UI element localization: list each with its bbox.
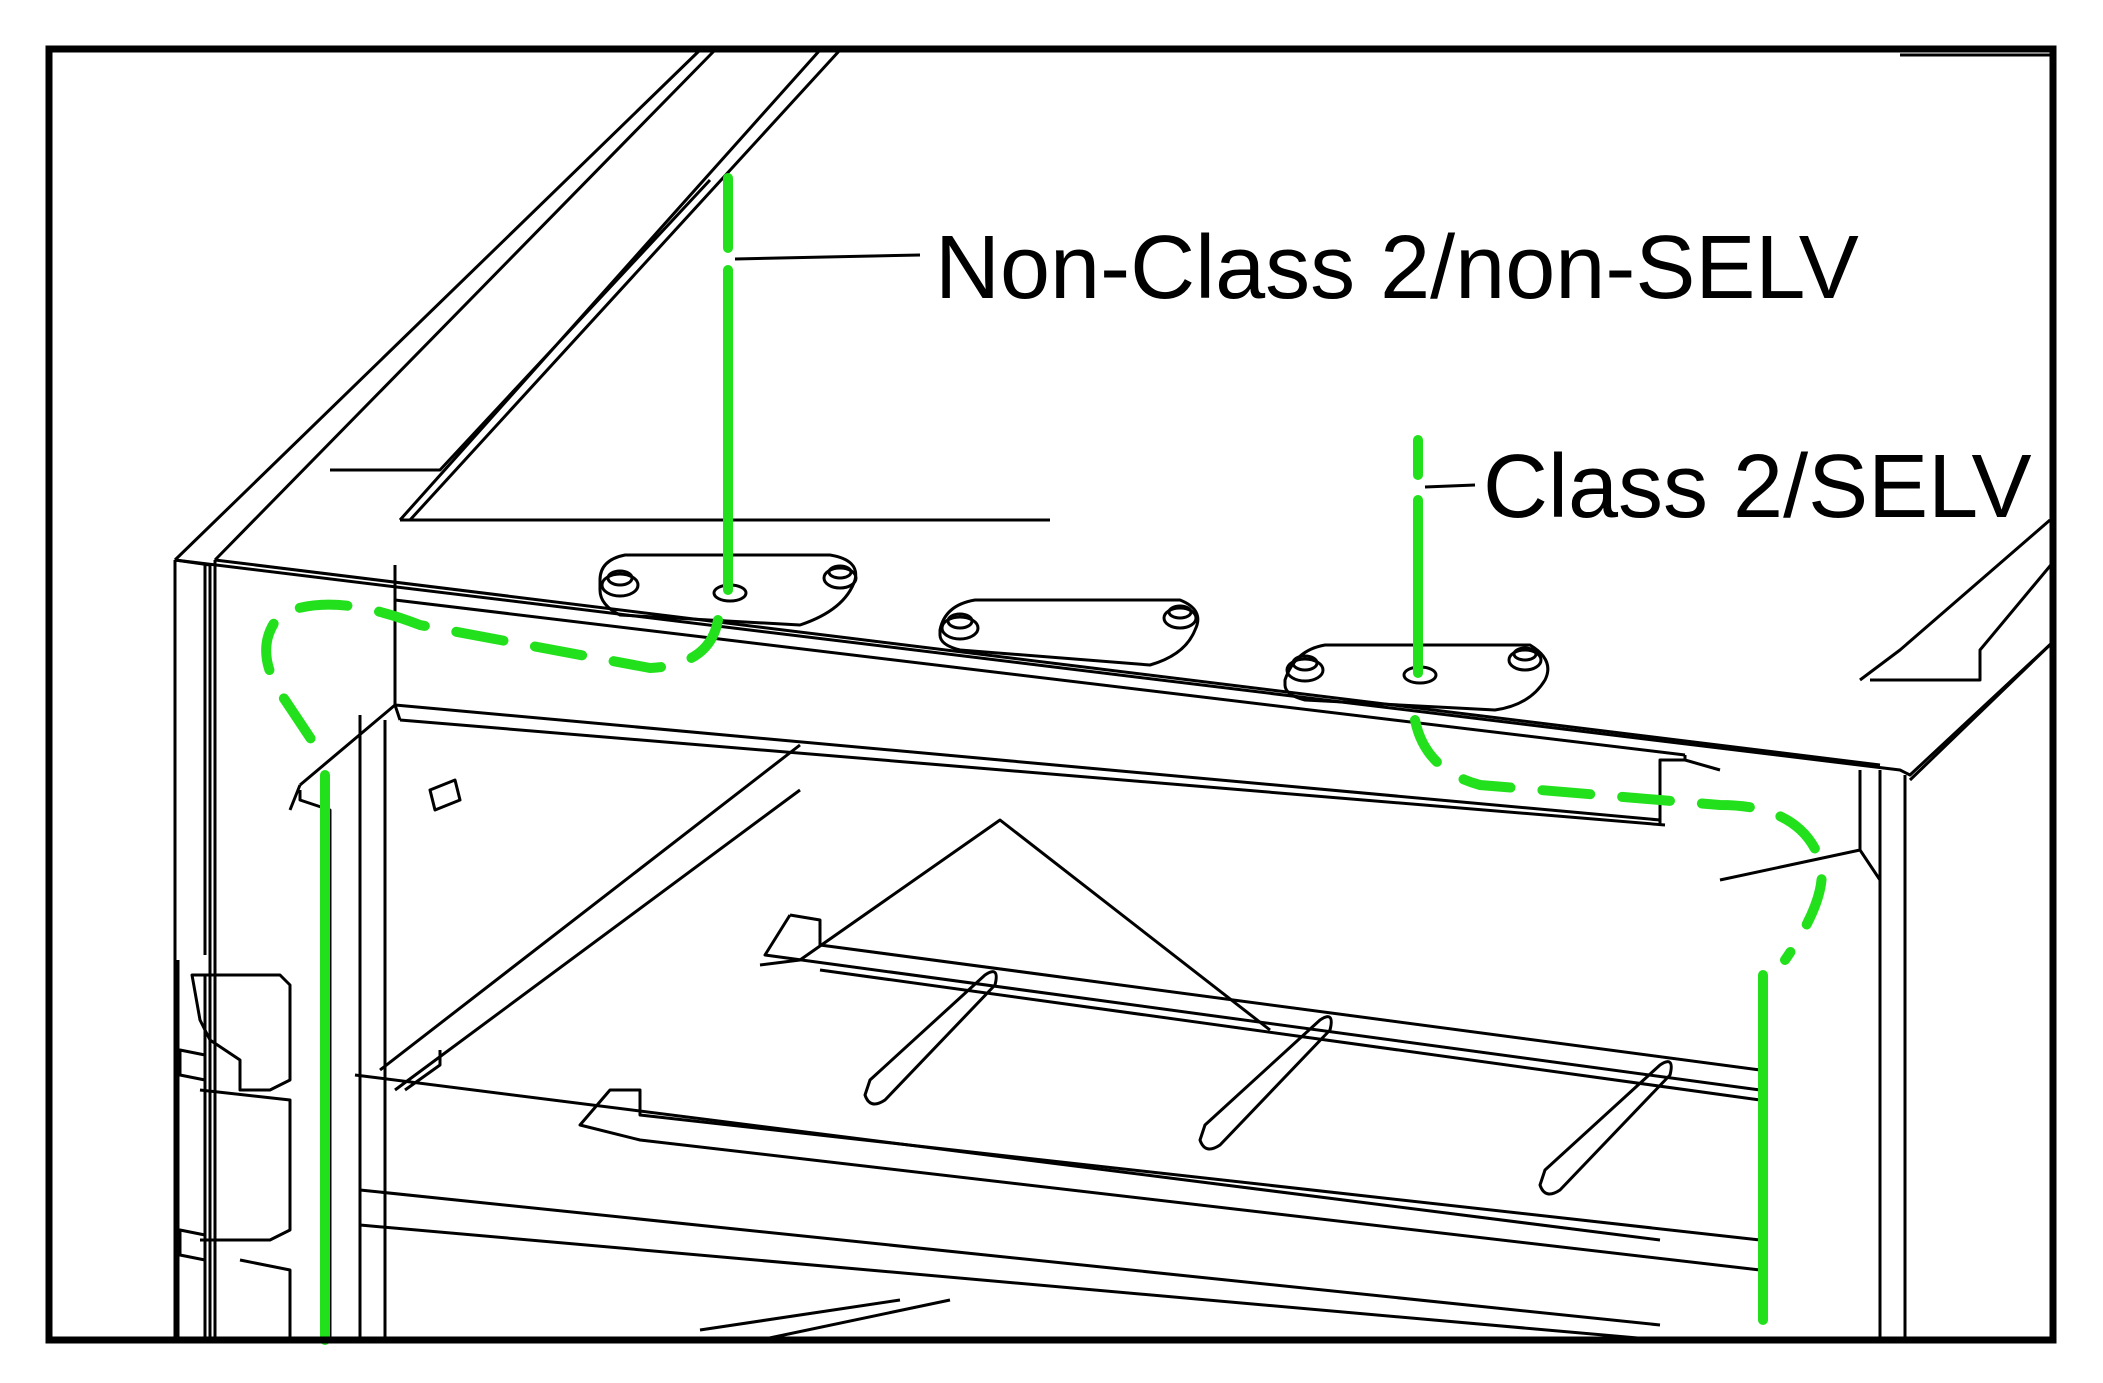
class2-dashed-route [1410,715,1827,965]
screws [600,564,1543,683]
label-non-class2: Non-Class 2/non-SELV [935,218,1859,318]
door-hinge [190,973,292,1092]
front-top-rail [174,558,2057,777]
leader-lines [734,253,1476,489]
wire-routes [261,173,1827,1345]
non-class2-dashed-route [261,599,723,765]
mounting-plate-2 [938,598,1200,667]
label-class2: Class 2/SELV [1483,437,2032,537]
support-bars [863,970,1673,1196]
border-frame [45,45,2057,1344]
mounting-plate-3 [1283,643,1550,712]
cabinet-line-drawing [173,46,2057,1342]
